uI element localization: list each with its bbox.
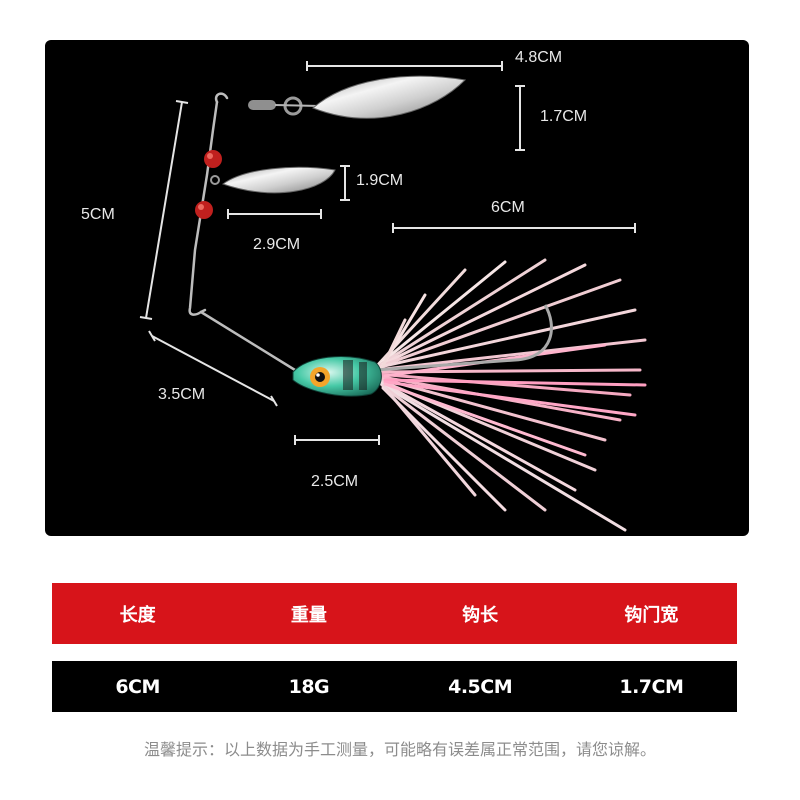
- jig-head: [292, 356, 382, 397]
- silicone-skirt: [373, 258, 647, 532]
- dim-label-skirt-length: 6CM: [491, 199, 525, 216]
- spec-header-weight: 重量: [290, 604, 327, 626]
- spec-value-hook-length: 4.5CM: [448, 675, 513, 698]
- dim-label-blade-small-width: 1.9CM: [356, 172, 404, 189]
- red-bead-lower: [195, 201, 213, 219]
- measurement-notice: 温馨提示：以上数据为手工测量，可能略有误差属正常范围，请您谅解。: [143, 740, 656, 759]
- dim-label-blade-large-width: 1.7CM: [540, 108, 588, 125]
- swivel: [248, 96, 321, 116]
- spec-table-values: 6CM 18G 4.5CM 1.7CM: [52, 661, 737, 712]
- hook: [374, 304, 553, 372]
- dim-label-frame-height: 5CM: [81, 206, 115, 223]
- spec-header-hook-length: 钩长: [462, 604, 499, 626]
- spec-header-length: 长度: [119, 604, 156, 626]
- small-blade: [210, 166, 336, 194]
- spinnerbait-illustration: [139, 61, 647, 532]
- spec-value-weight: 18G: [288, 675, 330, 698]
- product-photo-panel: 4.8CM 1.7CM 1.9CM 2.9CM 6CM 5CM 3.5CM 2.…: [45, 40, 749, 536]
- wire-frame: [188, 92, 297, 372]
- dim-label-lower-arm: 3.5CM: [158, 386, 206, 403]
- dim-label-blade-large-length: 4.8CM: [515, 49, 563, 66]
- dim-label-blade-small-length: 2.9CM: [253, 236, 301, 253]
- spec-value-hook-gap: 1.7CM: [619, 675, 684, 698]
- spec-header-hook-gap: 钩门宽: [624, 604, 679, 626]
- large-blade: [312, 75, 467, 119]
- dim-label-head-length: 2.5CM: [311, 473, 359, 490]
- red-bead-upper: [204, 150, 222, 168]
- dimension-lines: [139, 61, 636, 445]
- spec-value-length: 6CM: [115, 675, 160, 698]
- spec-table-header: 长度 重量 钩长 钩门宽: [52, 583, 737, 644]
